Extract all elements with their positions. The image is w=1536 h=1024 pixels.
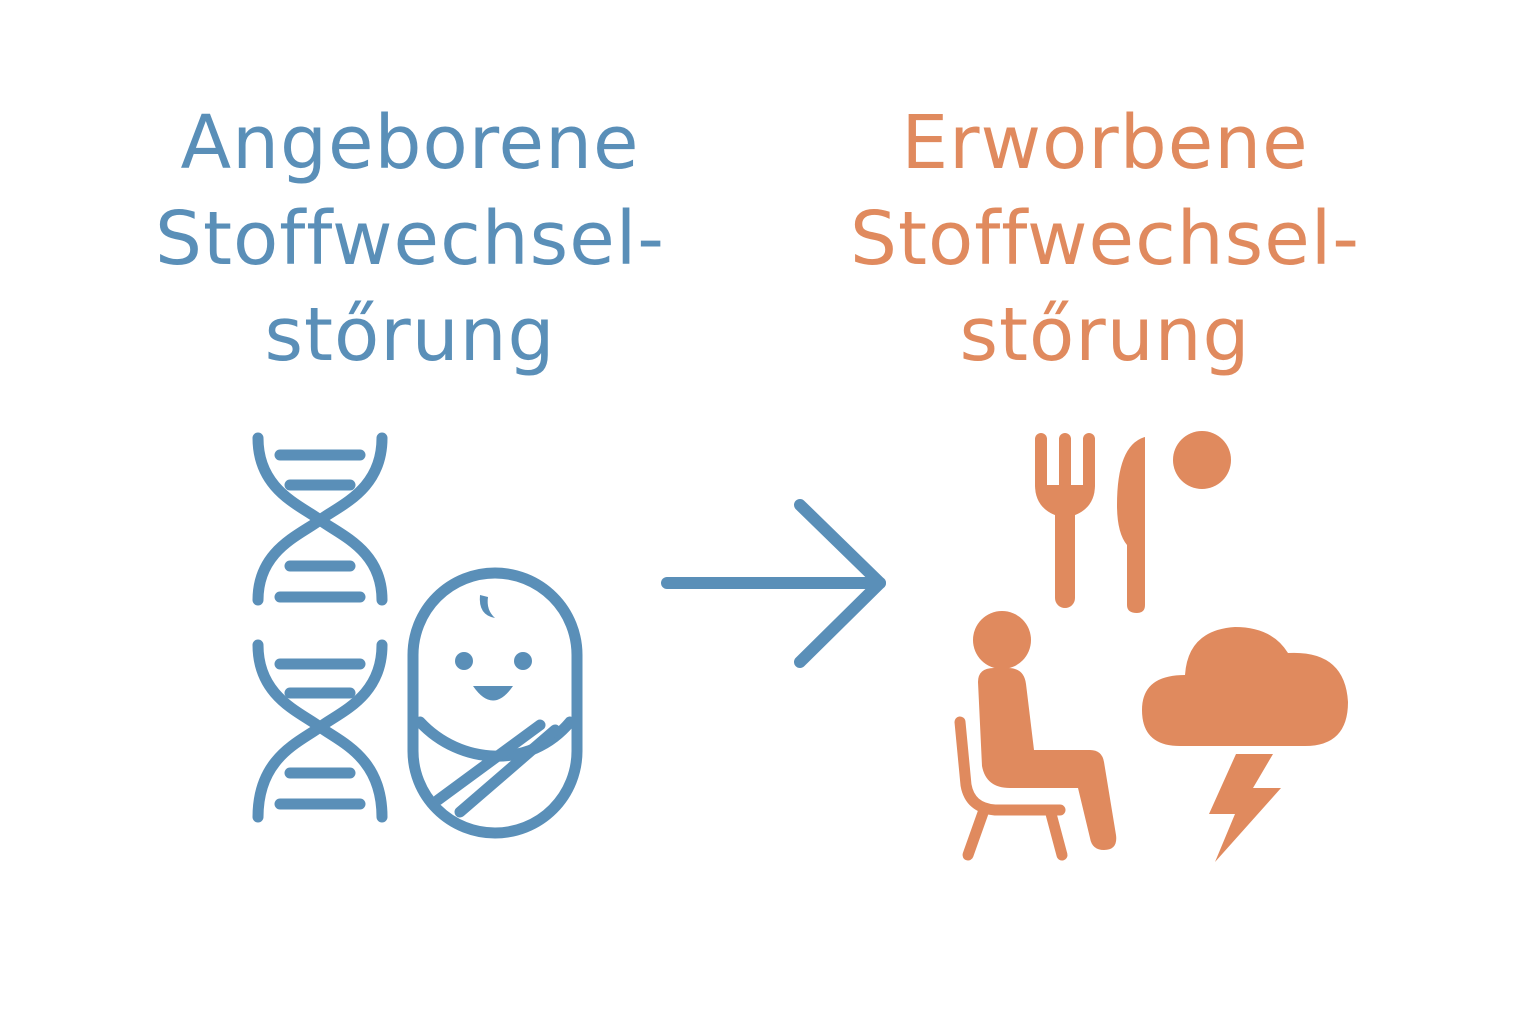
- innate-disorder-title: Angeborene Stoffwechsel- stőrung: [110, 95, 710, 383]
- sun-icon: [1173, 431, 1231, 489]
- fork-icon: [1035, 433, 1095, 608]
- title-line: stőrung: [264, 292, 556, 378]
- title-line: Angeborene: [180, 100, 640, 186]
- dna-icon: [252, 639, 388, 823]
- lightning-icon: [1209, 754, 1281, 862]
- title-line: Erworbene: [901, 100, 1309, 186]
- seated-person-icon: [954, 611, 1117, 861]
- chair-icon: [954, 716, 1068, 861]
- arrow-right-icon: [661, 499, 886, 668]
- title-line: stőrung: [959, 292, 1251, 378]
- swaddled-baby-icon: [407, 567, 583, 839]
- storm-cloud-icon: [1142, 627, 1348, 746]
- title-line: Stoffwechsel-: [849, 196, 1361, 282]
- title-line: Stoffwechsel-: [154, 196, 666, 282]
- acquired-disorder-title: Erworbene Stoffwechsel- stőrung: [805, 95, 1405, 383]
- dna-icon: [252, 432, 388, 606]
- knife-icon: [1117, 437, 1145, 613]
